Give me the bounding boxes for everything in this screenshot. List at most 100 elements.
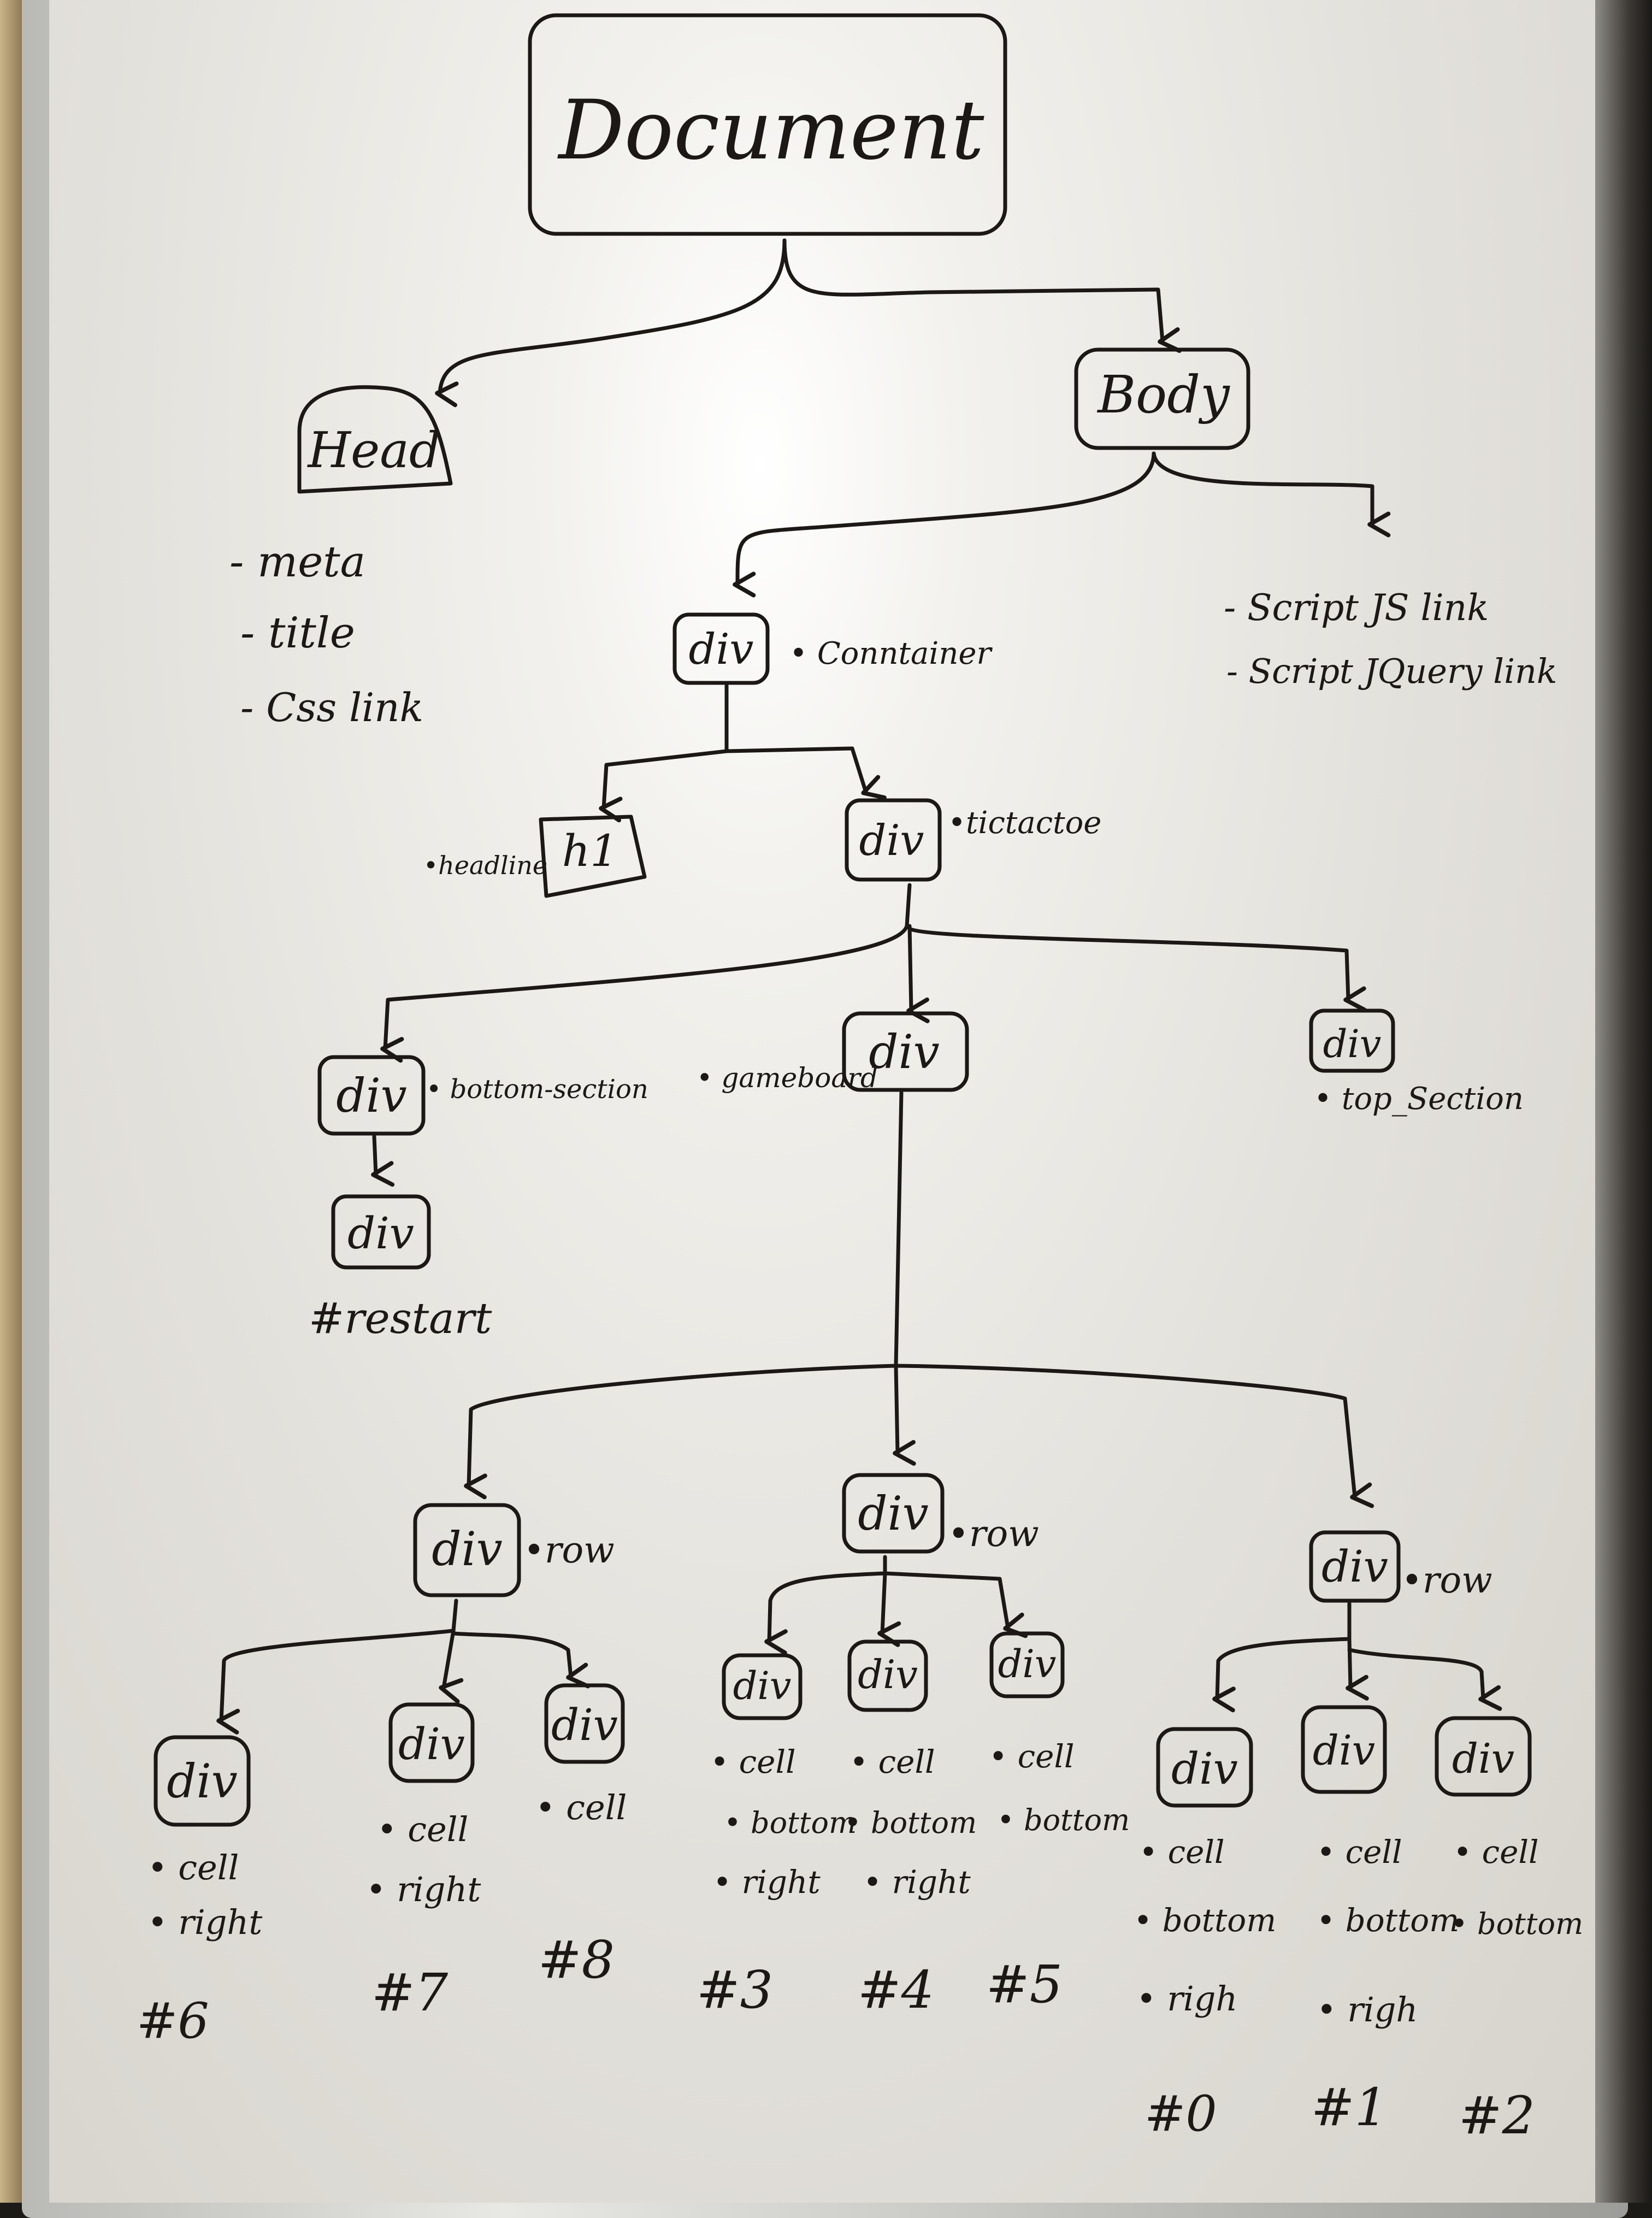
svg-text:div: div: [869, 1025, 940, 1079]
whiteboard-right-edge: [1595, 0, 1652, 2203]
edge-rowleft-c8: [451, 1631, 591, 1689]
annotation-row-right: •row: [1401, 1559, 1492, 1601]
node-cell-6: div: [154, 1735, 251, 1827]
svg-text:div: div: [336, 1069, 407, 1123]
svg-text:• bottom: • bottom: [997, 1803, 1130, 1837]
edge-rowleft-c6: [216, 1598, 458, 1735]
svg-text:• cell: • cell: [1453, 1833, 1539, 1871]
svg-text:div: div: [347, 1208, 414, 1259]
edge-gameboard-right: [894, 1364, 1374, 1508]
node-row-left: div: [413, 1503, 521, 1597]
annotation-row-middle: •row: [948, 1513, 1039, 1555]
cell-7-annotation: • cell • right #7: [366, 1809, 481, 2023]
edge-document-head: [435, 238, 787, 408]
svg-text:div: div: [859, 816, 924, 865]
svg-text:h1: h1: [562, 825, 618, 876]
svg-text:• cell: • cell: [1317, 1833, 1402, 1871]
tree-connectors: [216, 238, 1502, 1735]
svg-text:• cell: • cell: [148, 1848, 239, 1887]
node-cell-7: div: [388, 1702, 475, 1783]
svg-text:#4: #4: [858, 1960, 934, 2020]
head-items: - meta - title - Css link: [229, 538, 423, 730]
edge-rowright-c2: [1347, 1648, 1502, 1711]
cell-0-annotation: • cell • bottom • righ #0: [1134, 1833, 1276, 2143]
svg-text:div: div: [998, 1642, 1057, 1686]
svg-text:div: div: [1323, 1022, 1382, 1066]
node-document-label: Document: [557, 83, 984, 178]
svg-text:#3: #3: [697, 1960, 773, 2020]
annotation-restart: #restart: [309, 1294, 492, 1343]
body-item-jquery-link: - Script JQuery link: [1226, 651, 1557, 691]
svg-text:div: div: [398, 1719, 465, 1769]
cell-5-annotation: • cell • bottom #5: [986, 1738, 1130, 2015]
edge-rowmiddle-c3: [764, 1555, 887, 1655]
annotation-container: • Conntainer: [789, 636, 993, 671]
node-head: Head: [297, 385, 453, 494]
svg-text:#2: #2: [1459, 2086, 1535, 2146]
edge-rowleft-c7: [439, 1629, 464, 1704]
svg-text:• bottom: • bottom: [844, 1806, 977, 1840]
edge-gameboard-left: [464, 1364, 898, 1500]
svg-text:#5: #5: [986, 1955, 1063, 2015]
edge-tictactoe-gameboard: [906, 924, 930, 1023]
node-row-right: div: [1309, 1530, 1401, 1603]
svg-text:• bottom: • bottom: [1134, 1902, 1276, 1939]
svg-text:div: div: [858, 1651, 918, 1697]
whiteboard: [49, 0, 1595, 2203]
edge-document-body: [782, 238, 1182, 353]
svg-text:div: div: [167, 1755, 238, 1809]
node-head-label: Head: [306, 422, 440, 479]
node-cell-2: div: [1435, 1716, 1532, 1797]
svg-text:• right: • right: [863, 1863, 971, 1901]
edge-rowmiddle-c5: [883, 1571, 1028, 1638]
svg-text:• cell: • cell: [535, 1788, 627, 1827]
node-top-section-div: div: [1309, 1008, 1395, 1073]
node-document: Document: [528, 13, 1007, 236]
edge-container-tictactoe: [724, 746, 887, 800]
edge-rowright-c0: [1212, 1601, 1352, 1713]
edge-tictactoe-top: [907, 927, 1367, 1012]
head-item-meta: - meta: [229, 538, 365, 587]
svg-text:• bottom: • bottom: [1450, 1907, 1583, 1941]
node-cell-4: div: [847, 1639, 928, 1712]
svg-text:div: div: [1313, 1726, 1375, 1774]
svg-text:div: div: [689, 625, 754, 674]
edge-gameboard-middle: [893, 1090, 916, 1466]
edge-bottom-restart: [371, 1134, 395, 1187]
svg-text:• right: • right: [713, 1863, 821, 1901]
cell-6-annotation: • cell • right #6: [137, 1848, 262, 2050]
cell-3-annotation: • cell • bottom • right #3: [697, 1743, 857, 2020]
annotation-row-left: •row: [523, 1529, 615, 1571]
annotation-bottom-section: • bottom-section: [426, 1074, 648, 1105]
edge-rowmiddle-c4: [877, 1571, 901, 1647]
svg-text:• righ: • righ: [1317, 1990, 1418, 2030]
svg-text:#7: #7: [371, 1963, 449, 2023]
svg-text:div: div: [858, 1487, 929, 1541]
head-item-css-link: - Css link: [240, 685, 423, 730]
edge-body-scripts: [1152, 451, 1391, 538]
node-cell-3: div: [722, 1653, 803, 1720]
svg-text:• cell: • cell: [710, 1743, 796, 1780]
svg-text:• bottom: • bottom: [724, 1806, 857, 1840]
node-container-div: div: [672, 612, 770, 685]
edge-tictactoe-bottom: [380, 883, 912, 1063]
annotation-gameboard: • gameboard: [697, 1062, 878, 1094]
node-cell-5: div: [989, 1631, 1065, 1698]
node-cell-8: div: [544, 1683, 625, 1764]
svg-text:div: div: [1452, 1735, 1514, 1783]
node-cell-0: div: [1156, 1727, 1253, 1808]
node-restart-div: div: [331, 1194, 431, 1270]
edge-container-h1: [599, 683, 729, 823]
annotation-tictactoe: •tictactoe: [948, 805, 1101, 841]
annotation-headline: •headline: [423, 851, 547, 880]
node-body: Body: [1074, 347, 1250, 450]
node-h1: h1: [539, 815, 647, 898]
node-bottom-section-div: div: [317, 1055, 426, 1136]
edge-rowright-c1: [1346, 1637, 1369, 1701]
node-tictactoe-div: div: [845, 798, 942, 882]
node-gameboard-div: div: [842, 1011, 969, 1092]
node-row-middle: div: [842, 1473, 945, 1554]
cell-2-annotation: • cell • bottom #2: [1450, 1833, 1583, 2146]
svg-text:#1: #1: [1311, 2078, 1388, 2138]
